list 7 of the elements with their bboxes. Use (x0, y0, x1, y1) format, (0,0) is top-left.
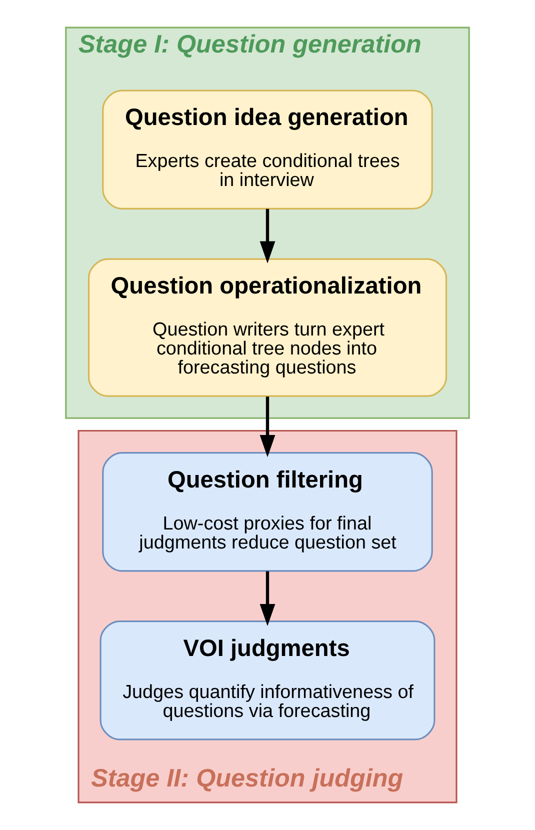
arrow (260, 396, 276, 458)
node-box: Question operationalization Question writers turn expert conditional tree nodes into forecasting questions (88, 258, 448, 397)
node-box: Question filtering Low-cost proxies for final judgments reduce question set (102, 452, 433, 572)
node-box: Question idea generation Experts create conditional trees in interview (102, 90, 433, 210)
arrow (260, 208, 276, 264)
arrow (260, 571, 276, 626)
node-box: VOI judgments Judges quantify informativeness of questions via forecasting (100, 620, 436, 740)
